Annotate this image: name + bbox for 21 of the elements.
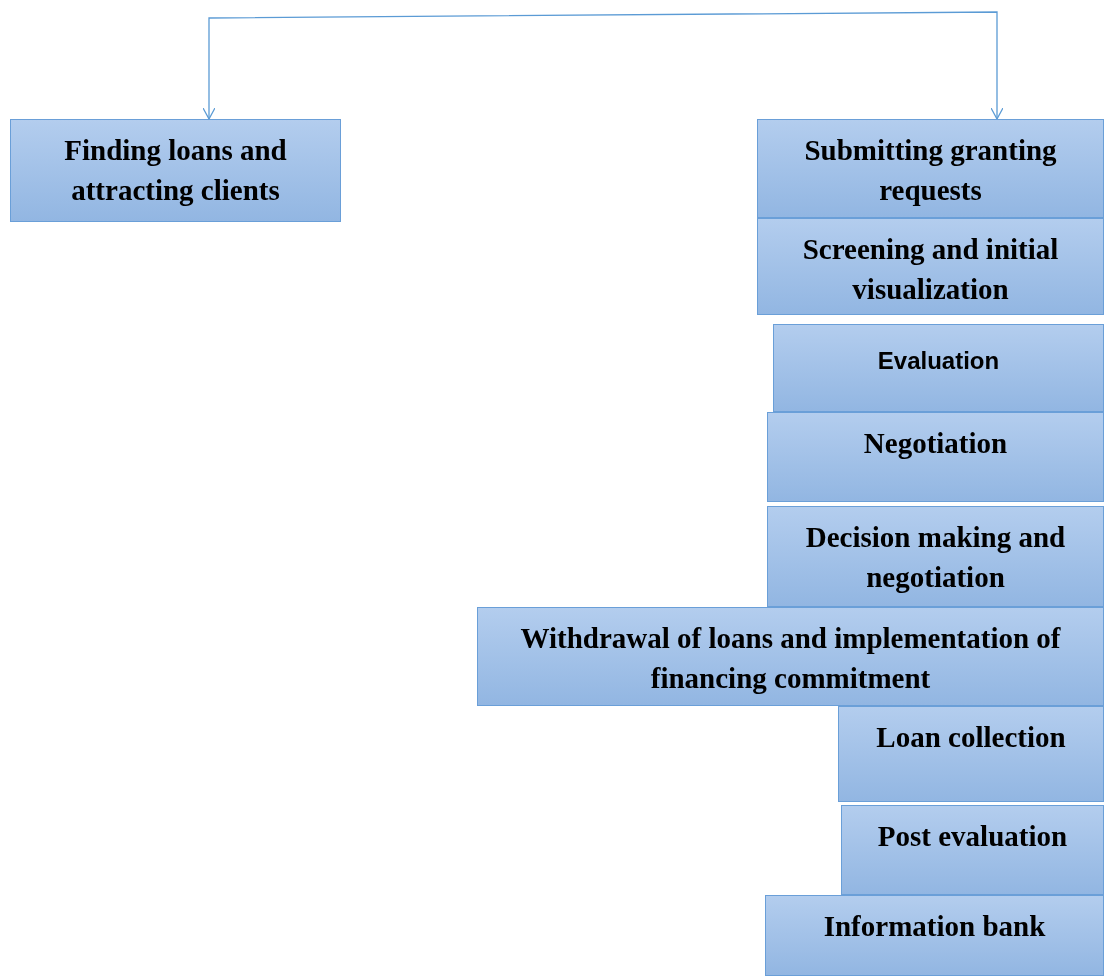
- process-box: [838, 706, 1104, 802]
- process-box: [767, 506, 1104, 607]
- process-box: [765, 895, 1104, 976]
- step-label: Loan collection: [876, 720, 1066, 755]
- step-label: Screening and initial visualization: [801, 232, 1060, 307]
- process-box: [10, 119, 341, 222]
- process-box: [757, 218, 1104, 315]
- step-label: Finding loans and attracting clients: [63, 133, 288, 208]
- step-label: Submitting granting requests: [803, 133, 1058, 208]
- step-label: Withdrawal of loans and implementation of financing commitment: [519, 621, 1062, 696]
- step-label: Information bank: [823, 909, 1046, 944]
- step-label: Post evaluation: [877, 819, 1068, 854]
- process-box: [757, 119, 1104, 218]
- step-label: Evaluation: [877, 346, 1000, 376]
- process-box: [773, 324, 1104, 412]
- process-box: [767, 412, 1104, 502]
- step-label: Decision making and negotiation: [804, 520, 1067, 595]
- step-label: Negotiation: [863, 426, 1008, 461]
- process-box: [841, 805, 1104, 895]
- process-box: [477, 607, 1104, 706]
- connector-arrow: [202, 11, 1004, 120]
